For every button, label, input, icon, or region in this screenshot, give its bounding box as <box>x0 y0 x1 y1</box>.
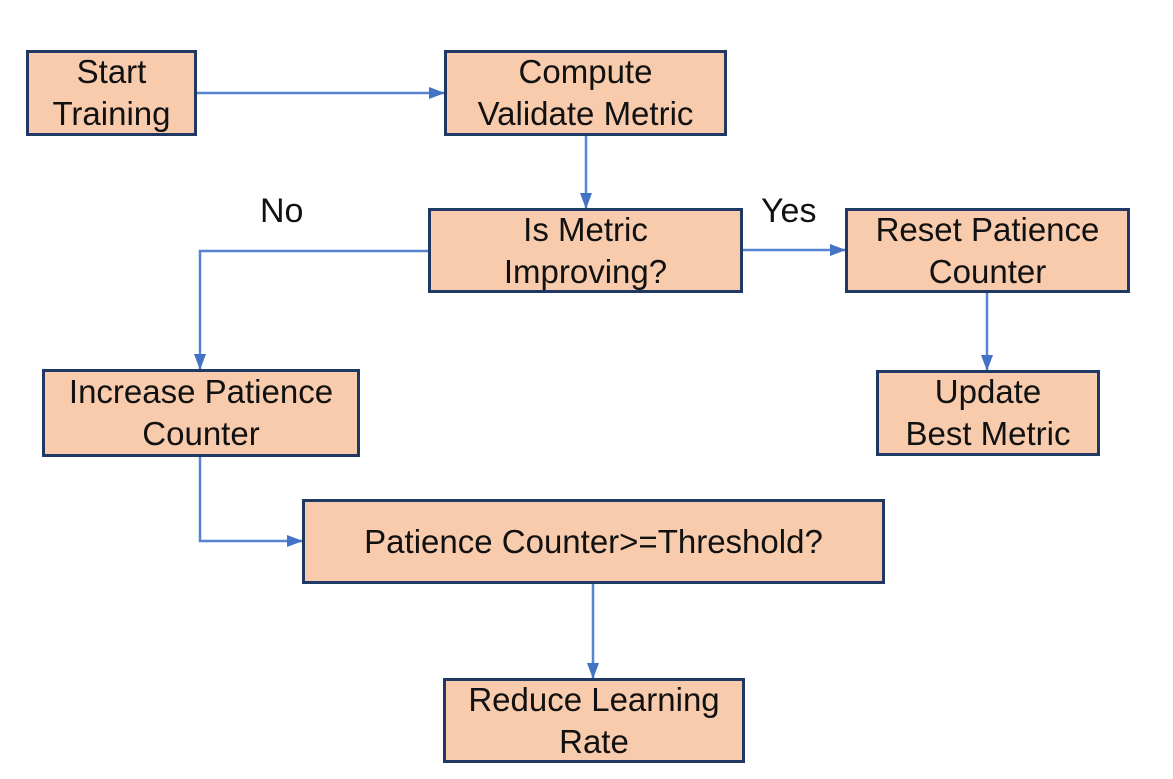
node-increase-patience-counter: Increase Patience Counter <box>42 369 360 457</box>
node-reduce-learning-rate-label: Reduce Learning Rate <box>468 680 720 760</box>
node-increase-patience-counter-label: Increase Patience Counter <box>68 373 334 452</box>
node-is-metric-improving-label: Is Metric Improving? <box>503 210 668 290</box>
node-reduce-learning-rate: Reduce Learning Rate <box>443 678 745 763</box>
node-patience-counter-threshold-label: Patience Counter>=Threshold? <box>364 522 823 560</box>
edge-label-yes: Yes <box>761 192 817 230</box>
arrow-decision-no-to-increase <box>194 249 428 370</box>
arrow-increase-to-threshold <box>198 457 303 547</box>
node-start-training: Start Training <box>26 50 197 136</box>
edge-label-no: No <box>260 192 304 230</box>
node-reset-patience-counter-label: Reset Patience Counter <box>875 210 1100 290</box>
node-reset-patience-counter: Reset Patience Counter <box>845 208 1130 293</box>
node-start-training-label: Start Training <box>52 53 171 132</box>
node-update-best-metric: Update Best Metric <box>876 370 1100 456</box>
node-update-best-metric-label: Update Best Metric <box>905 373 1071 452</box>
node-is-metric-improving: Is Metric Improving? <box>428 208 743 293</box>
node-compute-validate-metric-label: Compute Validate Metric <box>477 53 694 132</box>
node-compute-validate-metric: Compute Validate Metric <box>444 50 727 136</box>
node-patience-counter-threshold: Patience Counter>=Threshold? <box>302 499 885 584</box>
